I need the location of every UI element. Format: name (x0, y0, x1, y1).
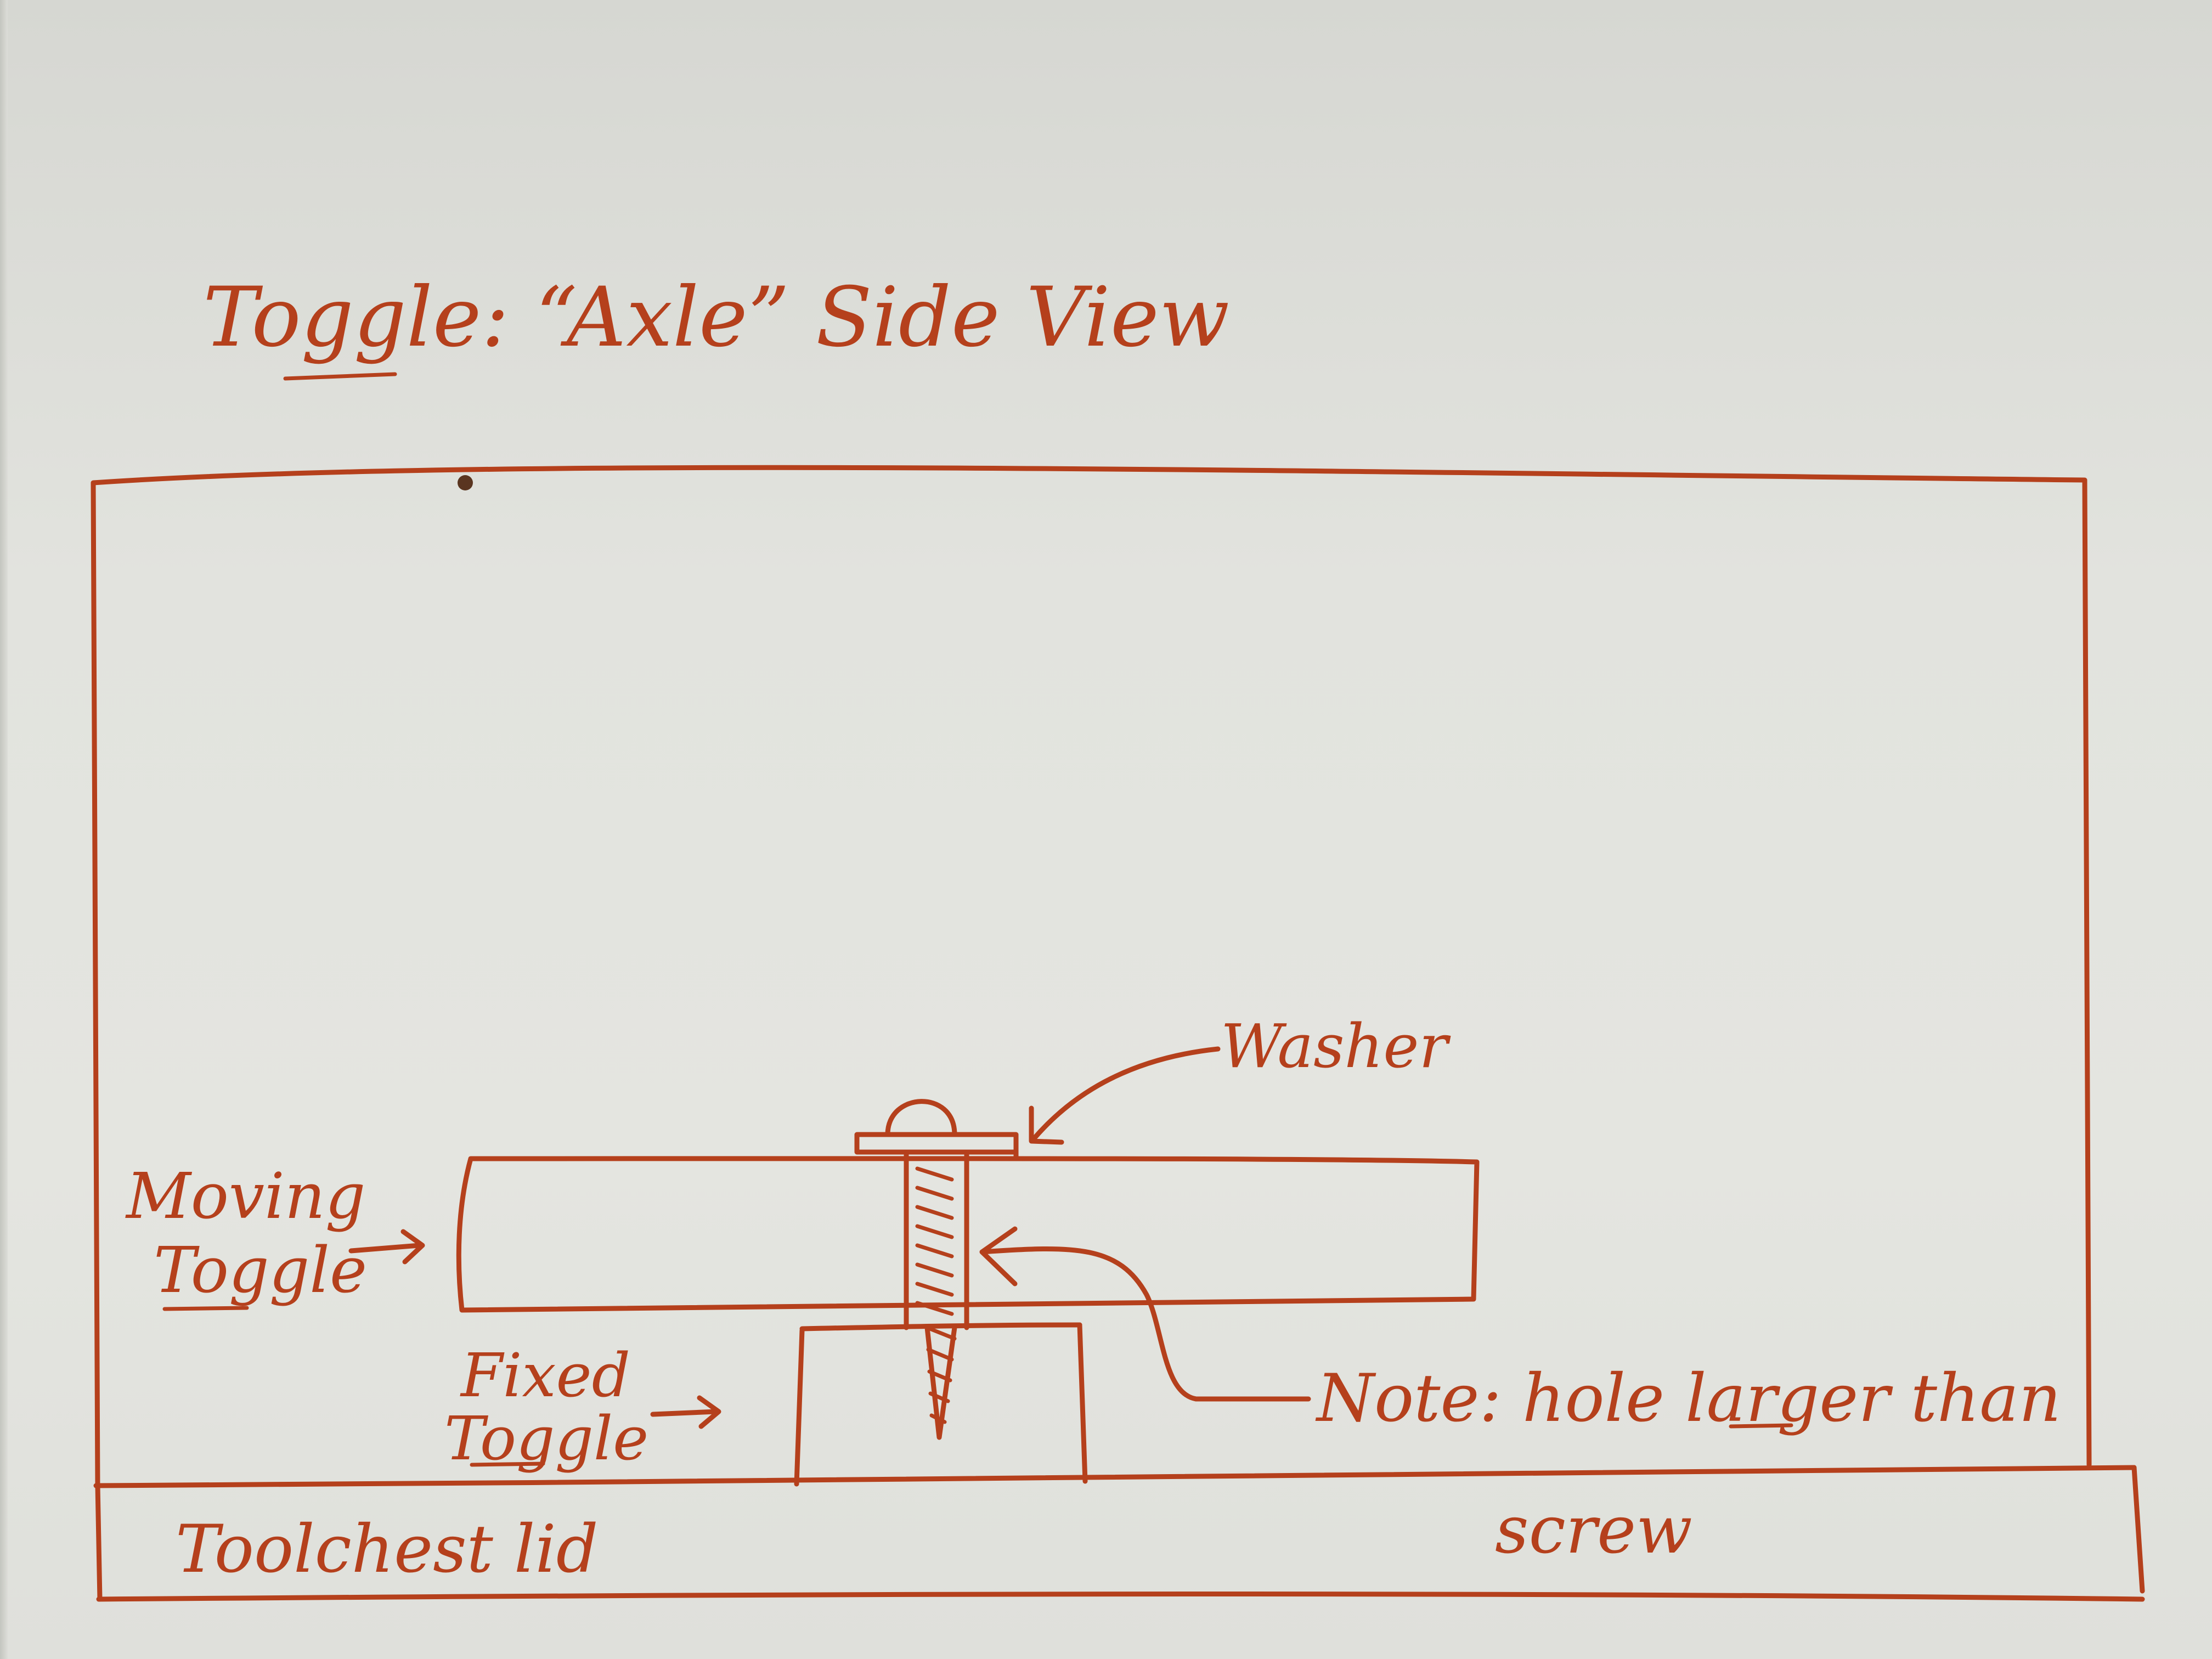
washer (854, 1132, 1019, 1159)
fixed-toggle-underline (470, 1462, 545, 1467)
washer-label: Washer (1221, 1011, 1451, 1081)
note-arrow (979, 1226, 1311, 1402)
note-label-line1: Note: hole larger than (1315, 1361, 2061, 1437)
toolchest-lid-top (93, 1465, 2137, 1488)
moving-toggle-label-line2: Toggle (154, 1234, 367, 1307)
toolchest-lid-right (2131, 1465, 2145, 1594)
note-label-line2: screw (1495, 1492, 1692, 1568)
outer-frame (91, 465, 2092, 1489)
paper-edge (0, 0, 8, 1659)
screw-tip (924, 1325, 957, 1440)
fixed-toggle-top (799, 1322, 1082, 1331)
fixed-toggle-right (1077, 1322, 1088, 1484)
toolchest-lid-left (95, 1483, 103, 1602)
fixed-toggle-label-line2: Toggle (444, 1403, 648, 1474)
moving-toggle-arrow (348, 1229, 425, 1265)
title-underline (283, 372, 397, 381)
diagram-title: Toggle: “Axle” Side View (203, 270, 1229, 365)
fixed-toggle-label-line1: Fixed (460, 1340, 630, 1410)
fixed-toggle-left (794, 1328, 805, 1487)
moving-toggle-label-line1: Moving (125, 1160, 365, 1233)
note-underline (1729, 1423, 1793, 1429)
fixed-toggle-arrow (650, 1395, 721, 1429)
screw-head (885, 1099, 957, 1137)
toolchest-lid-bottom (96, 1592, 2145, 1602)
washer-arrow (1029, 1046, 1221, 1145)
moving-toggle-underline (162, 1306, 249, 1311)
screw-thread (915, 1166, 957, 1424)
moving-toggle-block (456, 1156, 1480, 1313)
paper-speck (458, 475, 473, 490)
toolchest-lid-label: Toolchest lid (176, 1511, 599, 1588)
